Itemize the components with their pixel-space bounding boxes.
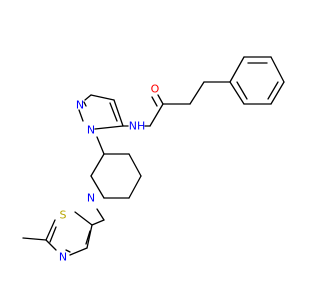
thiazole-s-label: S <box>60 209 67 222</box>
pyrazole-n2-label: N <box>76 99 84 112</box>
pyrazole-n1-label: N <box>87 124 95 137</box>
thiazole-n-label: N <box>59 251 67 264</box>
atom-labels: NH O N N N S N <box>59 83 160 264</box>
molecule-structure: NH O N N N S N <box>22 56 285 264</box>
amide-nh-label: NH <box>129 120 146 133</box>
bond-lines <box>22 56 285 256</box>
carbonyl-oxygen-label: O <box>151 83 160 96</box>
piperidine-n-label: N <box>87 192 95 205</box>
